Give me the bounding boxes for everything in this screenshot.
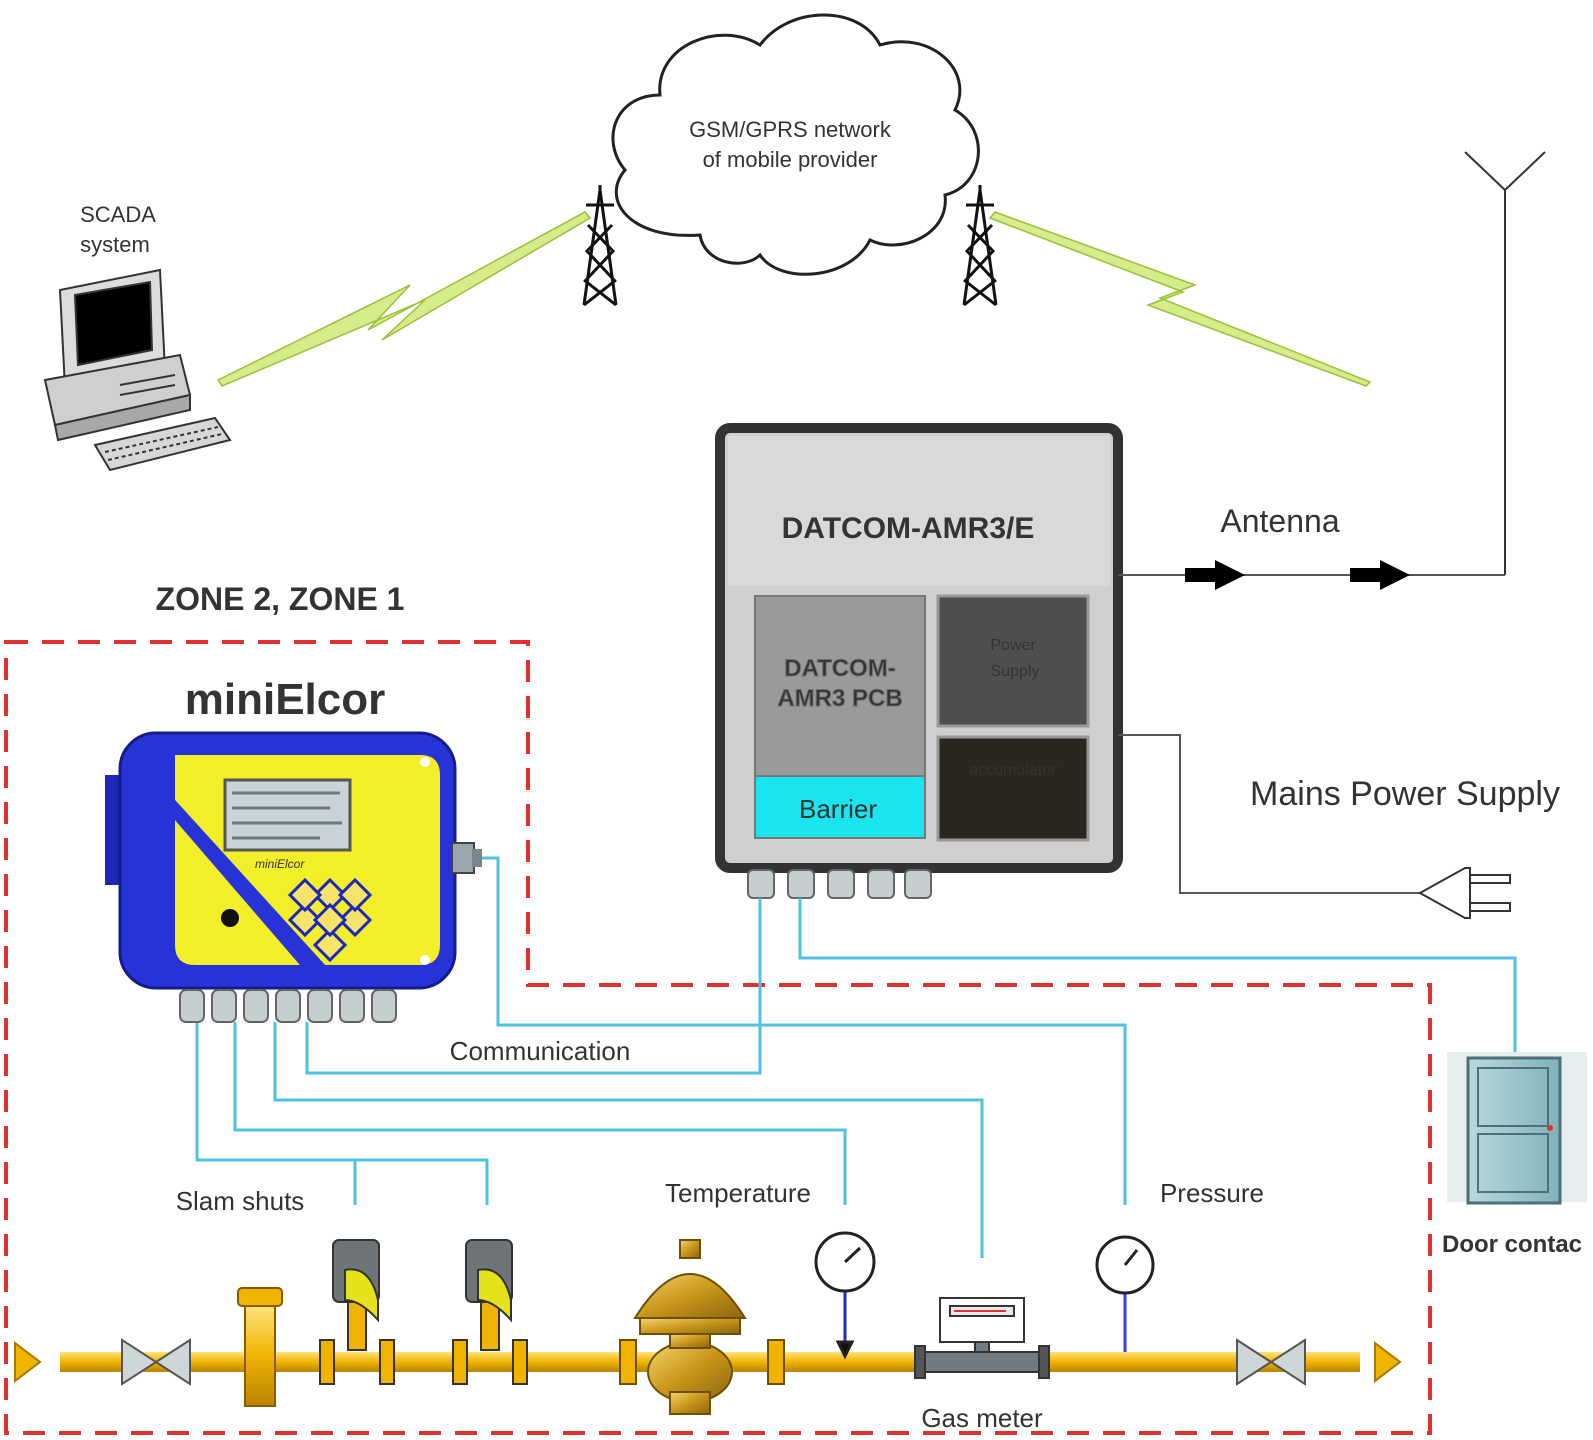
datcom-pcb-label-line2: AMR3 PCB	[777, 685, 902, 712]
door-contact-label: Door contac	[1442, 1231, 1582, 1258]
cable-door-contact	[798, 898, 1517, 1052]
gas-filter-icon	[237, 1287, 283, 1407]
cloud-label-line1: GSM/GPRS network	[689, 117, 892, 142]
power-supply-label-line2: Supply	[991, 663, 1040, 680]
mains-power-line	[1118, 734, 1420, 894]
communication-label: Communication	[450, 1036, 631, 1066]
minielcor-device: miniElcor	[105, 731, 482, 1023]
barrier-label: Barrier	[799, 794, 877, 824]
hazard-zone-boundary	[4, 640, 1432, 1435]
pressure-regulator-icon	[619, 1239, 785, 1415]
scada-text: SCADA system	[80, 202, 156, 257]
cable-temperature	[233, 1022, 847, 1205]
minielcor-keypad	[287, 877, 373, 963]
gas-pipeline	[14, 1231, 1402, 1415]
power-supply-label-line1: Power	[990, 637, 1036, 654]
power-supply-module	[936, 594, 1090, 728]
accumulator-module	[936, 735, 1090, 842]
cell-tower-right-icon	[962, 185, 998, 307]
scada-computer-icon	[43, 268, 232, 472]
pressure-gauge-icon	[1095, 1235, 1155, 1352]
gas-meter-label: Gas meter	[921, 1403, 1043, 1433]
minielcor-title: miniElcor	[185, 675, 386, 724]
flow-inlet-arrow-icon	[14, 1340, 42, 1384]
cable-pressure	[470, 856, 1127, 1205]
arrow-right-icon	[1350, 560, 1410, 590]
cable-communication	[305, 898, 762, 1075]
wireless-link-left-icon	[216, 211, 592, 387]
datcom-pcb-label-line1: DATCOM-	[784, 655, 896, 682]
temperature-gauge-icon	[814, 1231, 876, 1360]
minielcor-face-label: miniElcor	[255, 857, 305, 871]
datcom-enclosure: DATCOM-AMR3/E DATCOM- AMR3 PCB Barrier P…	[715, 423, 1123, 899]
power-plug-icon	[1417, 867, 1511, 919]
barrier-module	[754, 775, 926, 839]
shutoff-valve-inlet-icon	[121, 1338, 191, 1386]
scada-label-line1: SCADA	[80, 202, 156, 227]
accumulator-label: accumulator	[969, 762, 1057, 779]
slam-shut-valve-1-icon	[319, 1239, 395, 1385]
antenna-icon	[1464, 151, 1546, 575]
gsm-cloud: GSM/GPRS network of mobile provider	[611, 13, 980, 276]
gas-meter-icon	[914, 1297, 1050, 1379]
antenna-label: Antenna	[1220, 503, 1339, 539]
cable-slam-shut-2	[355, 1158, 489, 1205]
temperature-label: Temperature	[665, 1178, 811, 1208]
slam-shuts-label: Slam shuts	[176, 1186, 305, 1216]
shutoff-valve-outlet-icon	[1236, 1338, 1306, 1386]
datcom-pcb-module	[754, 595, 926, 777]
flow-outlet-arrow-icon	[1374, 1340, 1402, 1384]
pressure-label: Pressure	[1160, 1178, 1264, 1208]
cable-gas-meter	[273, 1022, 984, 1258]
datcom-title: DATCOM-AMR3/E	[782, 512, 1035, 545]
scada-label-line2: system	[80, 232, 150, 257]
cell-tower-left-icon	[582, 185, 618, 307]
cloud-label-line2: of mobile provider	[703, 147, 878, 172]
door-contact-icon	[1447, 1052, 1587, 1205]
slam-shut-valve-2-icon	[452, 1239, 528, 1385]
minielcor-cable-glands	[179, 989, 397, 1023]
zone-label: ZONE 2, ZONE 1	[156, 581, 405, 617]
cable-slam-shuts	[195, 1022, 357, 1205]
wireless-link-right-icon	[988, 211, 1372, 387]
datcom-cable-glands	[747, 869, 932, 899]
signal-cables	[195, 856, 1517, 1258]
arrow-right-icon	[1185, 560, 1245, 590]
mains-power-label: Mains Power Supply	[1250, 775, 1560, 813]
antenna-connection	[1118, 560, 1505, 590]
